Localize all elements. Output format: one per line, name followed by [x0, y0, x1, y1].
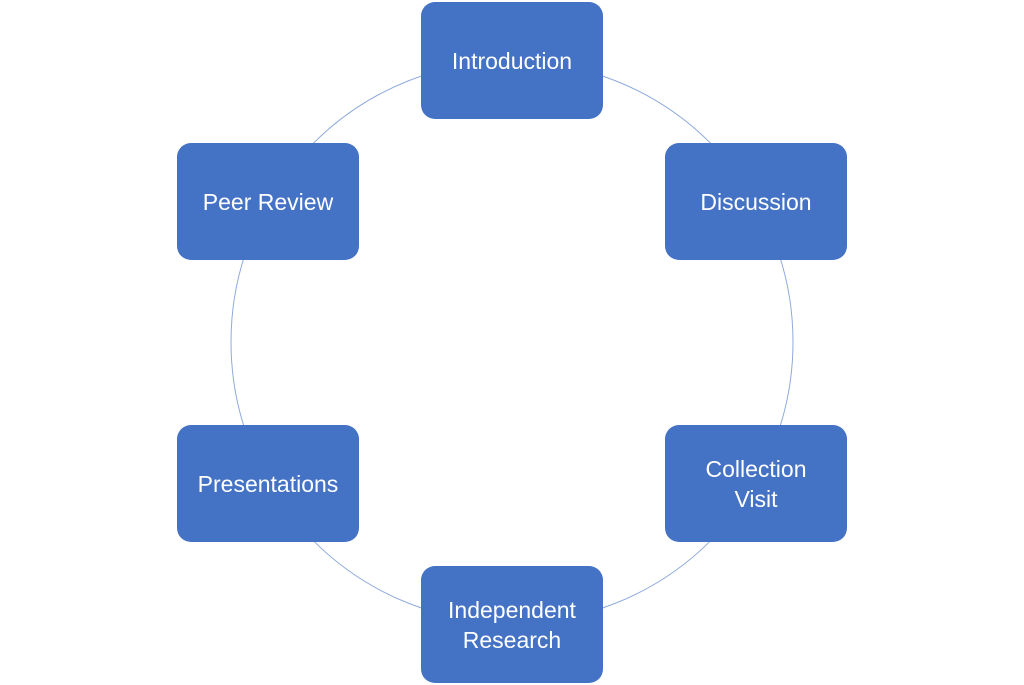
- node-peer-review: Peer Review: [177, 143, 359, 260]
- node-collection-visit: Collection Visit: [665, 425, 847, 542]
- node-label-introduction: Introduction: [451, 47, 573, 74]
- node-presentations: Presentations: [177, 425, 359, 542]
- node-label-presentations: Presentations: [197, 470, 339, 497]
- node-label-independent-research: Independent Research: [448, 596, 576, 653]
- node-independent-research: Independent Research: [421, 566, 603, 683]
- node-introduction: Introduction: [421, 2, 603, 119]
- node-label-peer-review: Peer Review: [202, 188, 334, 215]
- node-label-collection-visit: Collection Visit: [705, 455, 807, 512]
- node-discussion: Discussion: [665, 143, 847, 260]
- node-label-discussion: Discussion: [700, 188, 812, 215]
